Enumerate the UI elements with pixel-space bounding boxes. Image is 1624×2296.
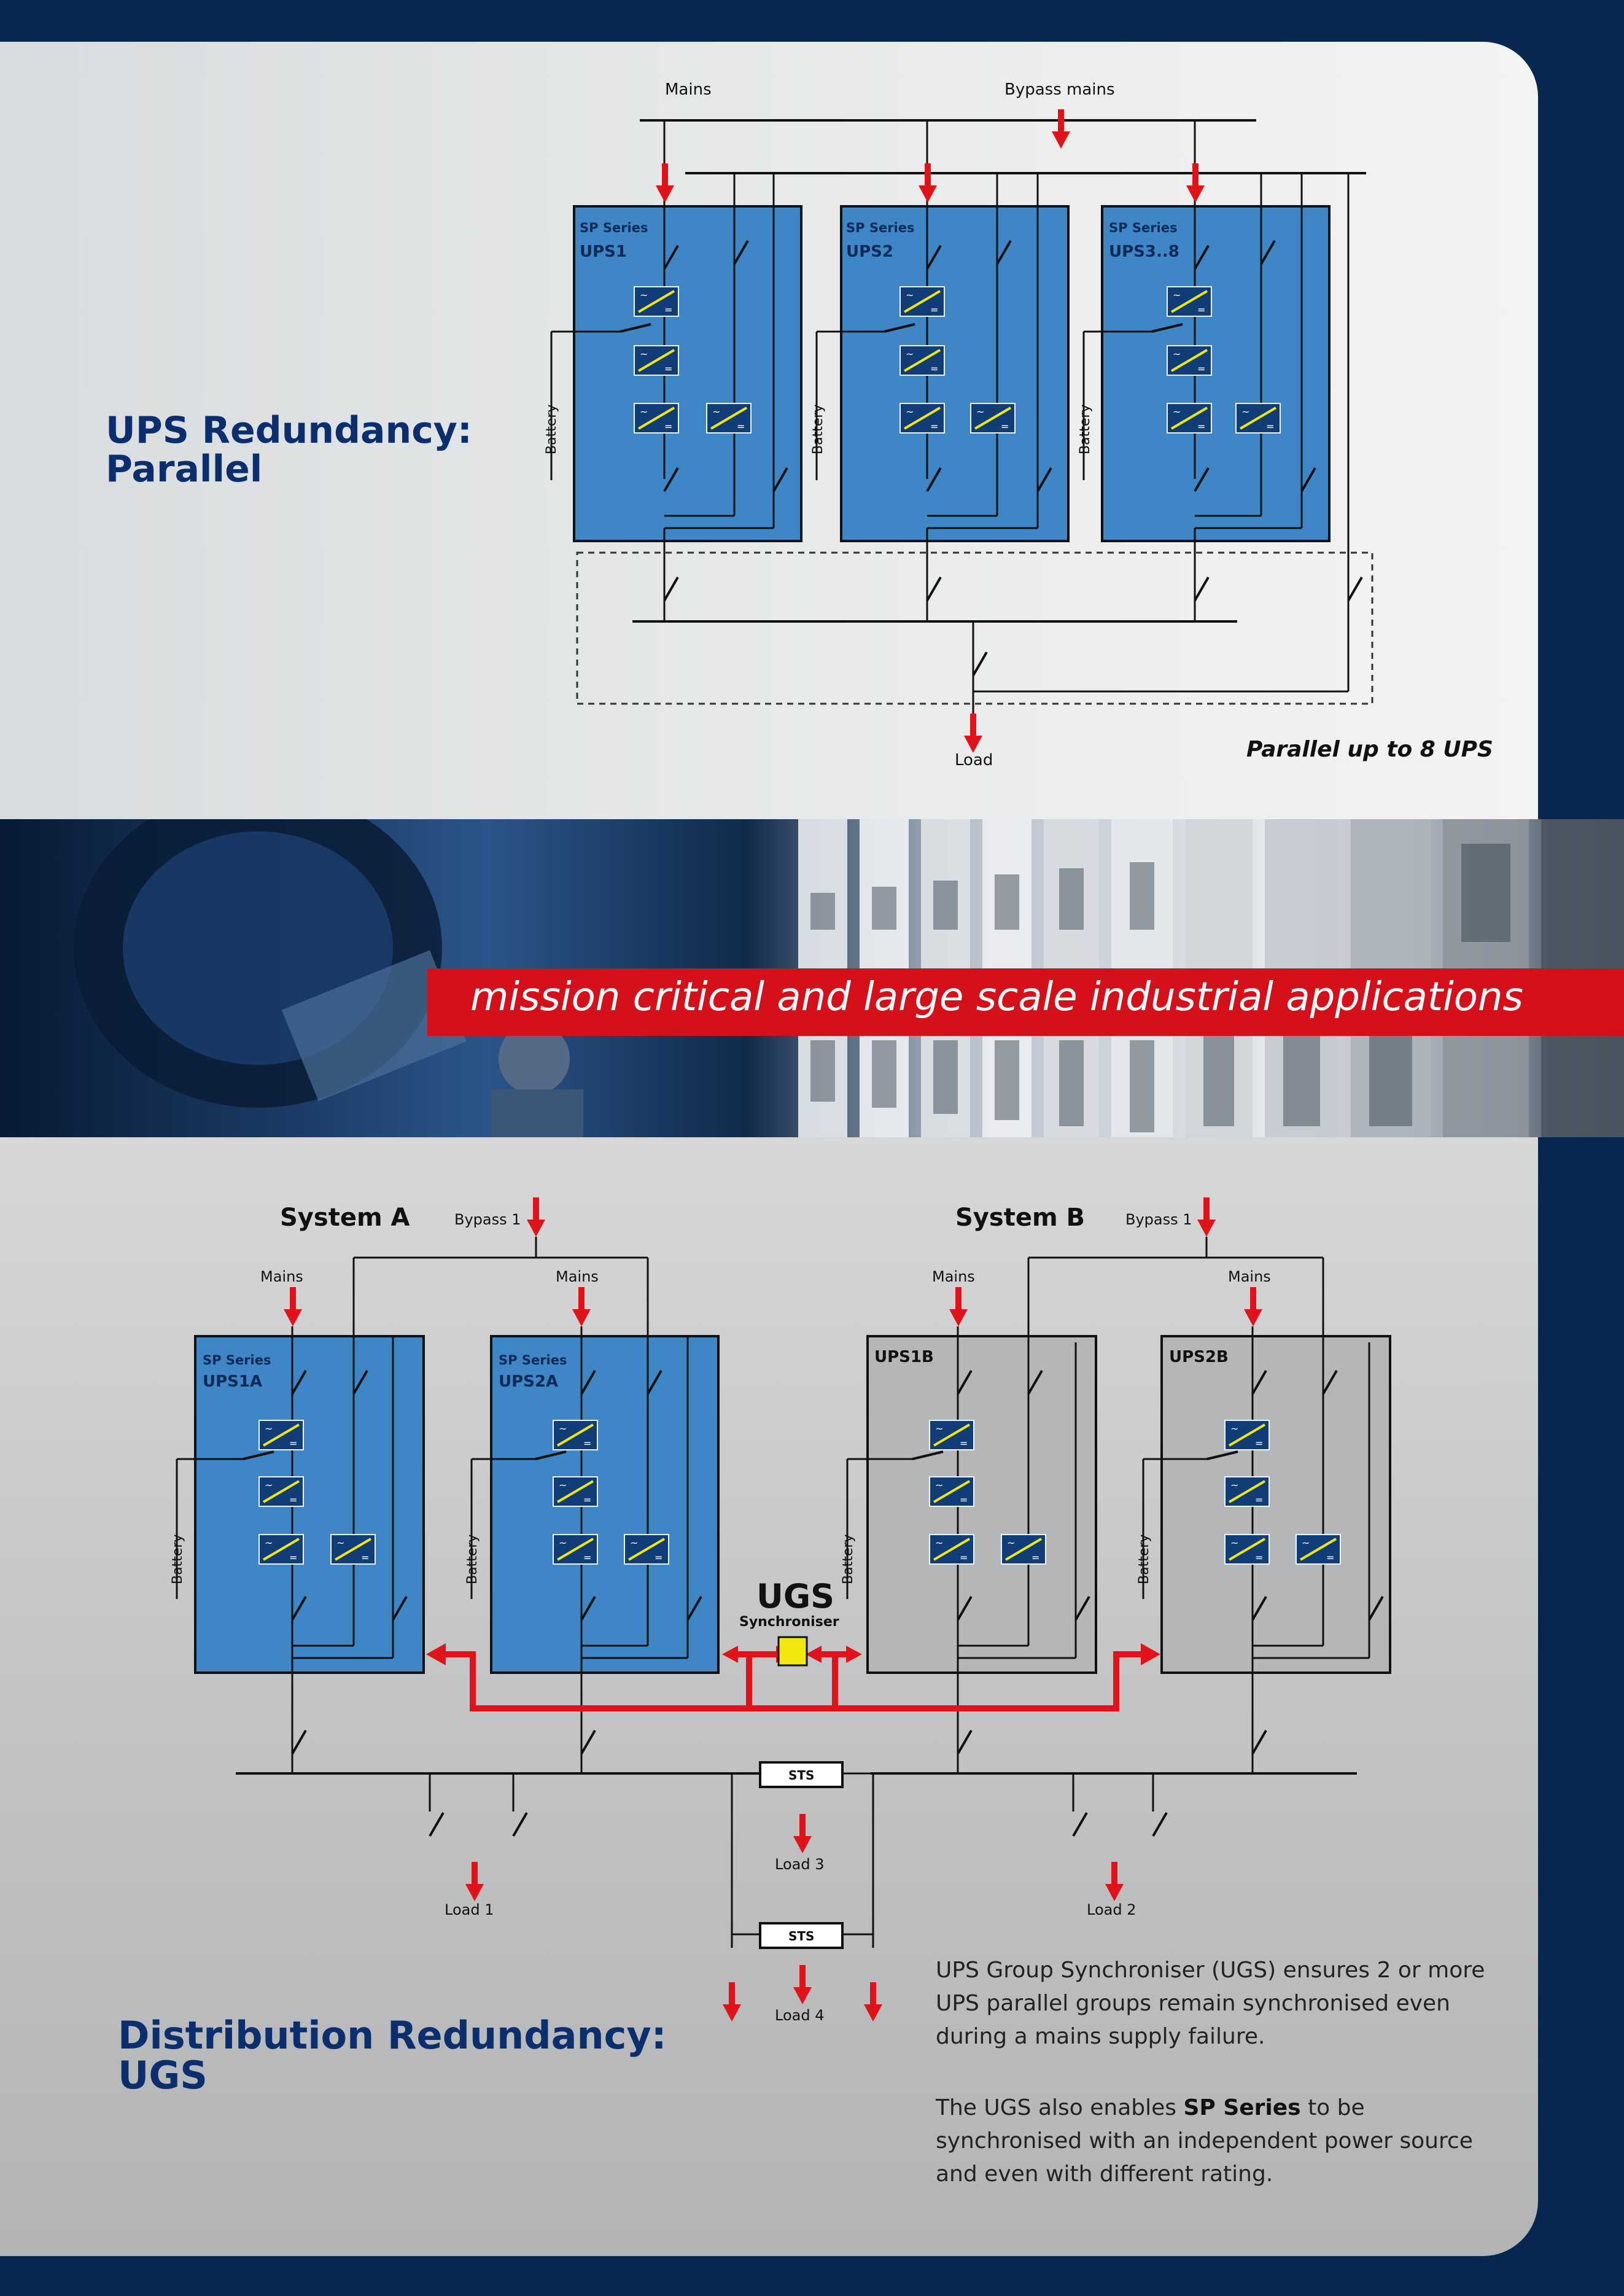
ups-name-2b: UPS2B bbox=[1169, 1348, 1229, 1366]
tagline-text: mission critical and large scale industr… bbox=[470, 975, 1523, 1020]
sync-arrow-icon-ups2a bbox=[722, 1646, 738, 1663]
mains-label-b2: Mains bbox=[1228, 1268, 1271, 1285]
ups-box-1: SP Series UPS1 Battery bbox=[544, 120, 802, 542]
battery-label-3: Battery bbox=[1078, 405, 1093, 454]
load-arrow-icon bbox=[964, 714, 982, 753]
load1-arrow-icon bbox=[465, 1862, 484, 1901]
series-label-2: SP Series bbox=[846, 220, 915, 235]
ups-box-2: SP Series UPS2 Battery bbox=[810, 120, 1070, 542]
ugs-sync-network bbox=[440, 1651, 1147, 1711]
tagline-bar bbox=[427, 968, 1624, 1036]
ups-box-3: SP Series UPS3..8 Battery bbox=[1078, 120, 1331, 542]
bypass-arrow-icon-a bbox=[527, 1197, 545, 1237]
system-b-label: System B bbox=[955, 1204, 1085, 1232]
sts-label-1: STS bbox=[788, 1768, 814, 1783]
battery-label-2: Battery bbox=[810, 405, 826, 454]
series-label-1: SP Series bbox=[580, 220, 648, 235]
ugs-description-2-bold: SP Series bbox=[1183, 2095, 1301, 2120]
ups-box-2b: UPS2B Battery bbox=[1136, 1326, 1391, 1744]
system-a-label: System A bbox=[280, 1204, 410, 1232]
mains-arrow-icon-b1 bbox=[949, 1287, 968, 1326]
bypass-arrow-icon bbox=[1052, 109, 1070, 149]
mains-arrow-icon-a2 bbox=[572, 1287, 591, 1326]
mains-arrow-icon-a1 bbox=[284, 1287, 302, 1326]
ugs-label: UGS bbox=[756, 1577, 834, 1616]
ugs-heading: Distribution Redundancy: UGS bbox=[118, 2015, 667, 2095]
mains-arrow-icon-2 bbox=[919, 163, 937, 203]
sync-arrow-icon-ugs-right bbox=[806, 1646, 822, 1663]
bypass-mains-label: Bypass mains bbox=[1004, 80, 1115, 99]
load4-arrow-icon bbox=[793, 1965, 812, 2004]
battery-label-2a: Battery bbox=[465, 1535, 480, 1584]
load1-label: Load 1 bbox=[445, 1901, 494, 1918]
sync-arrow-icon-ups1b bbox=[846, 1646, 862, 1663]
ups-name-2a: UPS2A bbox=[499, 1372, 558, 1391]
ups-name-1: UPS1 bbox=[580, 243, 627, 261]
sts-right-arrow-icon bbox=[864, 1982, 882, 2022]
series-label-1a: SP Series bbox=[203, 1353, 271, 1368]
sts-label-2: STS bbox=[788, 1929, 814, 1944]
sync-arrow-icon-left bbox=[426, 1643, 446, 1665]
photo-banner: mission critical and large scale industr… bbox=[0, 819, 1624, 1137]
bypass-label-a: Bypass 1 bbox=[454, 1211, 521, 1228]
synchroniser-label: Synchroniser bbox=[739, 1614, 839, 1630]
ups-box-1b: UPS1B Battery bbox=[841, 1326, 1097, 1744]
mains-label-a1: Mains bbox=[260, 1268, 303, 1285]
ups-box-1a: SP Series UPS1A Battery bbox=[170, 1326, 425, 1744]
sts-box-1 bbox=[759, 1761, 844, 1788]
series-label-3: SP Series bbox=[1109, 220, 1178, 235]
mains-arrow-icon-b2 bbox=[1244, 1287, 1262, 1326]
load2-label: Load 2 bbox=[1087, 1901, 1136, 1918]
sts-left-arrow-icon bbox=[723, 1982, 741, 2022]
ups-name-1a: UPS1A bbox=[203, 1372, 262, 1391]
parallel-heading-line1: UPS Redundancy: bbox=[106, 409, 472, 452]
ugs-description-2-pre: The UGS also enables bbox=[936, 2095, 1177, 2120]
parallel-caption: Parallel up to 8 UPS bbox=[1246, 737, 1493, 762]
mains-label-b1: Mains bbox=[932, 1268, 975, 1285]
ugs-synchroniser-box bbox=[777, 1636, 808, 1667]
parallel-heading: UPS Redundancy: Parallel bbox=[106, 411, 472, 489]
parallel-heading-line2: Parallel bbox=[106, 448, 263, 491]
load3-label: Load 3 bbox=[775, 1856, 824, 1873]
sts-box-2 bbox=[759, 1922, 844, 1949]
ugs-description-2: The UGS also enables SP Series to be syn… bbox=[936, 2092, 1513, 2191]
ups-name-2: UPS2 bbox=[846, 243, 893, 261]
ups-box-2a: SP Series UPS2A Battery bbox=[465, 1326, 720, 1744]
sync-arrow-icon-right bbox=[1141, 1643, 1160, 1665]
mains-label: Mains bbox=[665, 80, 712, 99]
load-label: Load bbox=[955, 751, 993, 769]
load2-arrow-icon bbox=[1105, 1862, 1124, 1901]
bottom-panel bbox=[0, 1137, 1538, 2256]
load4-label: Load 4 bbox=[775, 2007, 824, 2024]
battery-label-1a: Battery bbox=[170, 1535, 185, 1584]
mains-label-a2: Mains bbox=[556, 1268, 599, 1285]
bypass-label-b: Bypass 1 bbox=[1125, 1211, 1192, 1228]
mains-arrow-icon-1 bbox=[656, 163, 674, 203]
parallel-diagram: ~ = Mains Bypass mains SP Series UPS1 bbox=[544, 80, 1493, 769]
ugs-description-2-post: to be synchronised with an independent p… bbox=[936, 2095, 1473, 2187]
battery-label-2b: Battery bbox=[1136, 1535, 1152, 1584]
series-label-2a: SP Series bbox=[499, 1353, 567, 1368]
mains-arrow-icon-3 bbox=[1186, 163, 1205, 203]
ups-name-3: UPS3..8 bbox=[1109, 243, 1179, 261]
battery-label-1b: Battery bbox=[841, 1535, 856, 1584]
ugs-diagram: ~ = System A System B Bypass 1 Bypass 1 … bbox=[170, 1197, 1391, 2024]
bypass-arrow-icon-b bbox=[1197, 1197, 1216, 1237]
ugs-heading-line2: UGS bbox=[118, 2053, 208, 2098]
ugs-heading-line1: Distribution Redundancy: bbox=[118, 2013, 667, 2058]
ups-name-1b: UPS1B bbox=[874, 1348, 934, 1366]
ugs-description-1: UPS Group Synchroniser (UGS) ensures 2 o… bbox=[936, 1958, 1485, 2049]
battery-label-1: Battery bbox=[544, 405, 559, 454]
load3-arrow-icon bbox=[793, 1814, 812, 1853]
